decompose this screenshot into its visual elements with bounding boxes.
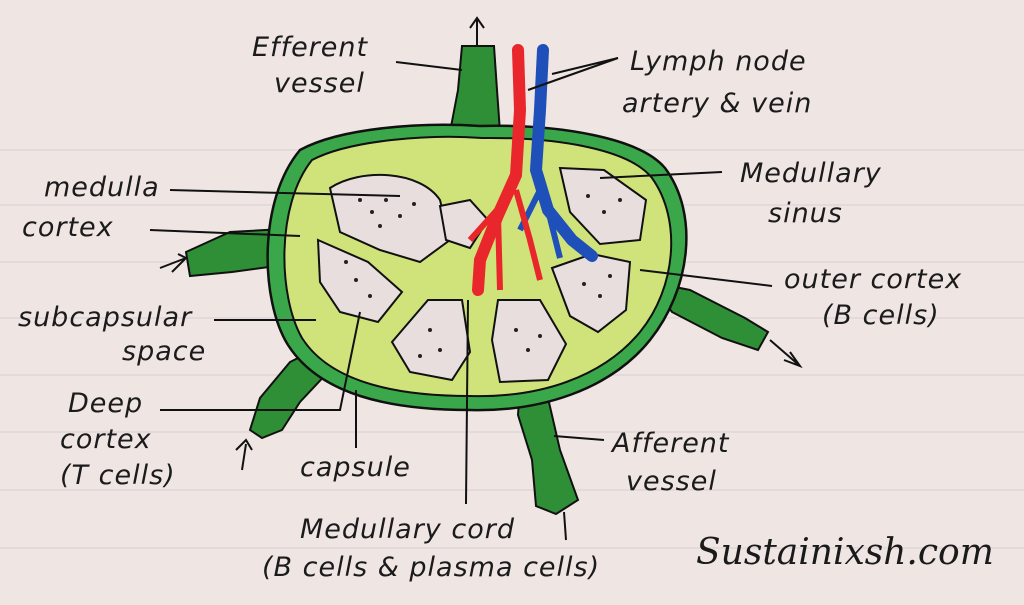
label-subcapsular-space-line1: subcapsular xyxy=(18,302,193,333)
label-medullary-sinus-line1: Medullary xyxy=(740,158,882,189)
lobules xyxy=(316,166,648,384)
artery xyxy=(472,44,527,296)
watermark: Sustainixsh.com xyxy=(696,532,994,573)
label-outer-cortex-line1: outer cortex xyxy=(784,264,962,295)
label-medullary-cord-line2: (B cells & plasma cells) xyxy=(262,552,600,583)
lobule xyxy=(390,299,472,382)
label-cortex: cortex xyxy=(22,212,114,243)
label-subcapsular-space-line2: space xyxy=(122,336,206,367)
lobule xyxy=(558,166,648,246)
label-medullary-cord-line1: Medullary cord xyxy=(300,514,515,545)
label-artery-vein-line2: artery & vein xyxy=(622,88,812,119)
label-outer-cortex-line2: (B cells) xyxy=(822,300,940,331)
label-capsule: capsule xyxy=(300,452,411,483)
afferent-vessel-right xyxy=(647,280,770,352)
label-deep-cortex-line3: (T cells) xyxy=(60,460,176,491)
lobule xyxy=(490,299,568,384)
label-efferent-vessel-line1: Efferent xyxy=(252,32,369,63)
label-artery-vein-line1: Lymph node xyxy=(630,46,807,77)
label-afferent-vessel-line1: Afferent xyxy=(610,428,730,459)
label-efferent-vessel-line2: vessel xyxy=(274,68,365,99)
label-deep-cortex-line1: Deep xyxy=(68,388,143,419)
label-medullary-sinus-line2: sinus xyxy=(768,198,843,229)
vein xyxy=(529,44,598,262)
afferent-vessel-bottom xyxy=(516,383,580,516)
follicle-dots xyxy=(344,194,622,358)
label-medulla: medulla xyxy=(44,172,160,203)
label-afferent-vessel-line2: vessel xyxy=(626,466,717,497)
artery-branch xyxy=(467,189,543,291)
leader-lines xyxy=(149,57,803,541)
labels: Efferent vessel Lymph node artery & vein… xyxy=(18,32,962,583)
lobule xyxy=(328,173,452,264)
label-deep-cortex-line2: cortex xyxy=(60,424,152,455)
efferent-arrow xyxy=(469,16,485,46)
lobule xyxy=(316,238,404,324)
